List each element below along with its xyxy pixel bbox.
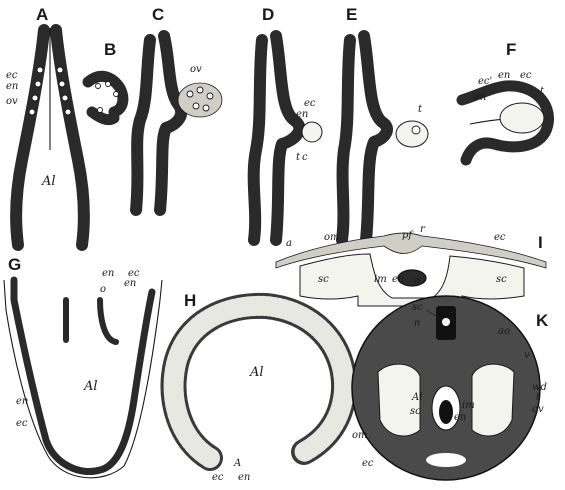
panel-e: E t — [342, 5, 428, 240]
panel-h-label-ec: ec — [212, 472, 224, 483]
panel-g-letter: G — [8, 255, 21, 274]
panel-c: C ov — [136, 5, 222, 210]
panel-a-label-ec: ec — [6, 70, 18, 81]
panel-e-testis — [396, 121, 428, 147]
panel-d-label-c: c — [302, 152, 308, 163]
panel-i-label-im: im — [374, 274, 387, 285]
panel-a-label-en: en — [6, 81, 18, 92]
panel-h-label-en: en — [238, 472, 250, 483]
panel-k-label-v: v — [524, 350, 530, 361]
panel-d-label-t: t — [296, 152, 301, 163]
panel-a-label-al: Al — [41, 174, 56, 189]
panel-i-label-r: r — [420, 224, 426, 235]
panel-i-label-sc-left: sc — [318, 274, 329, 285]
panel-i-label-sc-right: sc — [496, 274, 507, 285]
panel-k-gut-lumen — [439, 400, 453, 424]
panel-e-letter: E — [346, 5, 357, 24]
panel-c-letter: C — [152, 5, 164, 24]
panel-f-label-en-top: en — [498, 70, 510, 81]
panel-i: I om pf r ec a sc im en n sc — [276, 224, 546, 306]
panel-g-label-en-top: en — [102, 268, 114, 279]
panel-k-label-om: om — [352, 430, 368, 441]
panel-a-left-wall — [16, 30, 44, 245]
panel-h-label-al: Al — [249, 365, 264, 380]
panel-h: H Al A ec en — [174, 291, 345, 483]
panel-a-label-ov: ov — [6, 96, 18, 107]
panel-k-letter: K — [536, 311, 549, 330]
panel-a-right-wall — [56, 30, 84, 245]
panel-i-label-n: n — [414, 276, 420, 287]
panel-c-left-wall — [136, 40, 150, 210]
panel-f-label-ec: ec — [520, 70, 532, 81]
panel-k-label-al: Al — [411, 392, 422, 403]
panel-e-label-t: t — [418, 104, 423, 115]
panel-f-label-en: en — [474, 92, 486, 103]
panel-d-testis-bud — [302, 122, 322, 142]
panel-f-label-ec-prime: ec' — [478, 76, 492, 87]
panel-k-label-n: n — [414, 318, 420, 329]
panel-g-label-en-right: en — [124, 278, 136, 289]
panel-i-label-ec: ec — [494, 232, 506, 243]
panel-d-label-en: en — [296, 109, 308, 120]
panel-f-testis — [500, 103, 544, 133]
panel-b: B — [88, 40, 123, 120]
panel-c-label-ov: ov — [190, 64, 202, 75]
panel-d-label-ec: ec — [304, 98, 316, 109]
panel-k: K sc n ao v wd t ov sc Al im en om ec — [352, 296, 549, 480]
panel-d-right-wall — [276, 36, 299, 240]
panel-i-label-en: en — [392, 274, 404, 285]
panel-e-left-wall — [342, 40, 350, 240]
panel-i-label-om: om — [324, 232, 340, 243]
panel-k-label-ao: ao — [498, 326, 510, 337]
panel-k-label-ec: ec — [362, 458, 374, 469]
panel-d-left-wall — [254, 40, 262, 240]
panel-k-label-sc: sc — [412, 302, 423, 313]
panel-g: G en ec en o Al en ec — [4, 255, 162, 478]
panel-b-letter: B — [104, 40, 116, 59]
panel-i-label-a: a — [286, 238, 292, 249]
panel-g-label-ec: ec — [16, 418, 28, 429]
panel-g-label-o: o — [100, 284, 106, 295]
panel-g-right-fold — [100, 300, 116, 342]
panel-f: F ec' en ec en t — [462, 40, 549, 160]
panel-g-label-en: en — [16, 396, 28, 407]
panel-k-label-im: im — [462, 400, 475, 411]
panel-e-testis-core — [412, 126, 420, 134]
panel-d: D ec en t c — [254, 5, 322, 240]
panel-g-outer — [14, 280, 152, 472]
panel-h-label-a: A — [233, 458, 241, 469]
panel-k-label-ov: ov — [532, 404, 544, 415]
panel-h-ring-texture — [174, 306, 345, 458]
panel-c-right-wall — [160, 36, 181, 210]
panel-g-label-al: Al — [83, 379, 98, 394]
panel-k-label-sc-inner: sc — [410, 406, 421, 417]
panel-h-letter: H — [184, 291, 196, 310]
panel-a-letter: A — [36, 5, 48, 24]
panel-e-right-wall — [364, 36, 387, 240]
panel-a: A ec en ov Al — [6, 5, 84, 245]
panel-k-ventral-space — [426, 453, 466, 467]
panel-f-letter: F — [506, 40, 516, 59]
panel-i-letter: I — [538, 233, 543, 252]
panel-k-coelom-right — [472, 364, 514, 436]
panel-k-neural-canal — [442, 318, 450, 326]
panel-k-label-en: en — [454, 412, 466, 423]
panel-d-letter: D — [262, 5, 274, 24]
